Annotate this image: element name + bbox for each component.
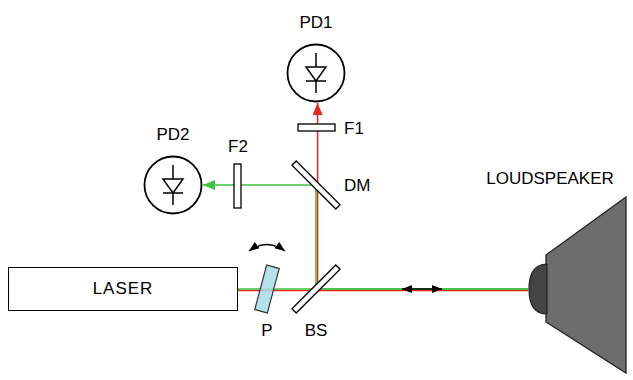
- glass-plate: [255, 265, 279, 313]
- speaker-cone: [546, 197, 626, 373]
- component-label: PD2: [156, 125, 189, 145]
- filter: [234, 164, 241, 208]
- part-label: F2: [228, 137, 248, 157]
- loudspeaker-symbol: [528, 196, 628, 374]
- filter: [298, 124, 335, 131]
- rotation-arrow: [249, 245, 285, 252]
- diode-lead: [172, 193, 174, 205]
- diode-triangle: [306, 67, 326, 81]
- diode-lead: [315, 81, 317, 93]
- part-label: F1: [344, 119, 364, 139]
- part-label: P: [261, 321, 272, 341]
- component-label: LOUDSPEAKER: [486, 169, 614, 189]
- vibration-arrow: [402, 288, 442, 289]
- photodiode: PD2: [143, 155, 203, 215]
- diode-bar: [163, 192, 183, 194]
- diode-lead: [315, 53, 317, 67]
- dichroic-mirror: [292, 161, 340, 209]
- diode-triangle: [163, 179, 183, 193]
- laser-box: LASER: [8, 267, 238, 311]
- part-label: BS: [305, 321, 328, 341]
- red-beam: [238, 290, 318, 292]
- diode-bar: [306, 80, 326, 82]
- component-label: PD1: [299, 13, 332, 33]
- photodiode-symbol: [143, 155, 203, 215]
- component-name: LASER: [93, 279, 154, 299]
- photodiode-symbol: [286, 43, 346, 103]
- speaker-dome: [529, 264, 547, 314]
- loudspeaker: LOUDSPEAKER: [528, 196, 628, 374]
- diode-lead: [172, 165, 174, 179]
- beam-splitter: [292, 265, 340, 313]
- part-label: DM: [344, 176, 370, 196]
- laser-beam: [318, 103, 528, 291]
- photodiode-circle: [145, 157, 202, 214]
- photodiode: PD1: [286, 43, 346, 103]
- photodiode-circle: [288, 45, 345, 102]
- laser-beam: [203, 185, 528, 289]
